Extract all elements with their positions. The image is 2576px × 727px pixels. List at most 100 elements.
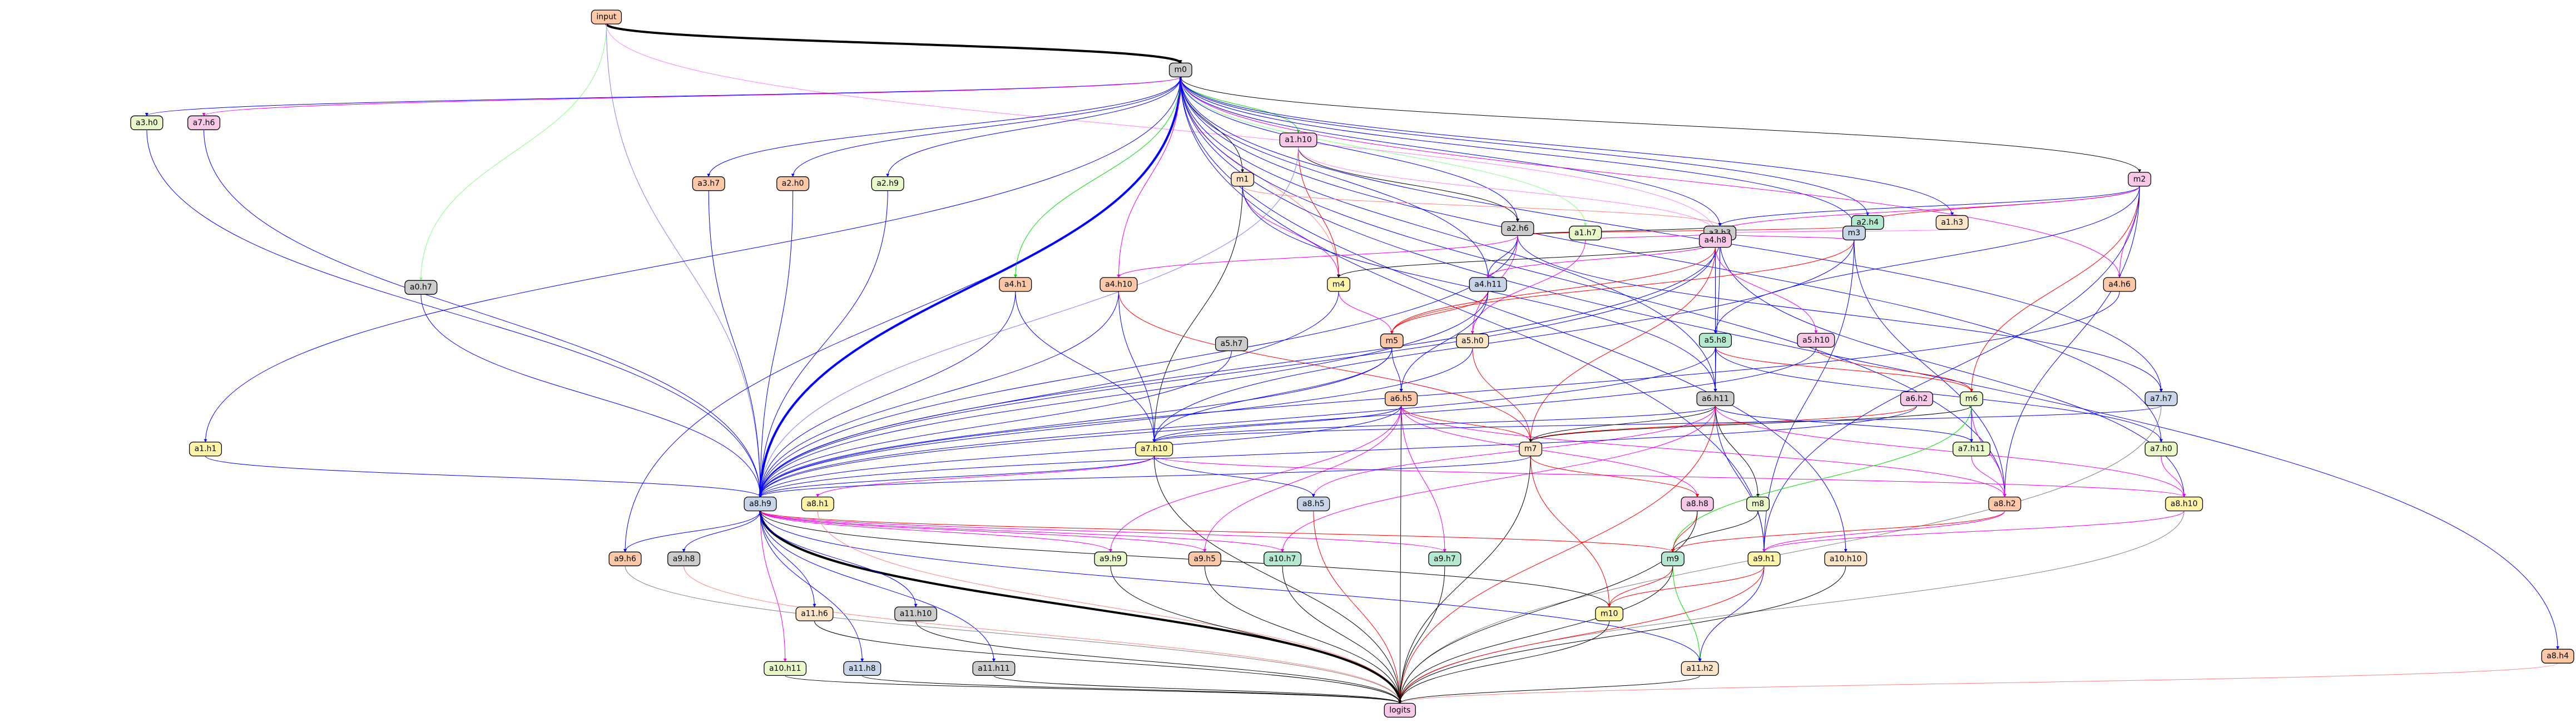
node-box bbox=[1188, 551, 1221, 566]
node-box bbox=[1824, 551, 1867, 566]
node-a11-h8[interactable]: a11.h8 bbox=[843, 661, 881, 676]
node-label: a4.h11 bbox=[1474, 280, 1502, 289]
node-a9-h6[interactable]: a9.h6 bbox=[608, 551, 642, 566]
node-label: a9.h6 bbox=[614, 555, 636, 563]
node-a7-h6[interactable]: a7.h6 bbox=[187, 115, 221, 130]
edge-m5-to-a8-h9 bbox=[759, 348, 1393, 498]
node-a1-h10[interactable]: a1.h10 bbox=[1279, 132, 1317, 147]
node-a8-h2[interactable]: a8.h2 bbox=[1988, 496, 2022, 512]
node-a4-h11[interactable]: a4.h11 bbox=[1469, 277, 1507, 292]
edge-a8-h9-to-a11-h10 bbox=[760, 511, 918, 607]
node-m8[interactable]: m8 bbox=[1746, 496, 1770, 512]
node-a3-h0[interactable]: a3.h0 bbox=[130, 115, 164, 130]
edge-a8-h5-to-logits bbox=[1313, 511, 1402, 704]
node-box bbox=[187, 115, 221, 130]
node-label: a8.h10 bbox=[2171, 499, 2198, 508]
edge-m2-to-a3-h3 bbox=[1718, 186, 2140, 227]
node-box bbox=[1595, 606, 1624, 621]
node-a11-h6[interactable]: a11.h6 bbox=[795, 606, 834, 621]
edge-a1-h10-to-a4-h8 bbox=[1298, 146, 1717, 234]
node-m10[interactable]: m10 bbox=[1595, 606, 1624, 621]
node-m9[interactable]: m9 bbox=[1661, 551, 1685, 566]
node-a7-h7[interactable]: a7.h7 bbox=[2144, 391, 2178, 407]
node-a8-h4[interactable]: a8.h4 bbox=[2541, 649, 2574, 664]
node-a7-h10[interactable]: a7.h10 bbox=[1135, 442, 1173, 457]
node-label: m1 bbox=[1236, 175, 1249, 184]
node-a4-h8[interactable]: a4.h8 bbox=[1698, 233, 1732, 248]
node-a8-h5[interactable]: a8.h5 bbox=[1297, 496, 1330, 512]
node-a2-h6[interactable]: a2.h6 bbox=[1501, 221, 1534, 236]
node-logits[interactable]: logits bbox=[1384, 703, 1416, 718]
node-a5-h8[interactable]: a5.h8 bbox=[1698, 333, 1732, 348]
node-label: a7.h11 bbox=[1958, 444, 1985, 453]
node-label: a11.h2 bbox=[1686, 664, 1713, 673]
node-m7[interactable]: m7 bbox=[1519, 442, 1543, 457]
node-label: a7.h7 bbox=[2150, 394, 2172, 403]
node-m3[interactable]: m3 bbox=[1842, 225, 1866, 241]
node-a11-h11[interactable]: a11.h11 bbox=[972, 661, 1015, 676]
edge-a6-h11-to-a7-h10 bbox=[1152, 405, 1716, 443]
node-a11-h2[interactable]: a11.h2 bbox=[1681, 661, 1719, 676]
node-a10-h7[interactable]: a10.h7 bbox=[1264, 551, 1302, 566]
node-a5-h10[interactable]: a5.h10 bbox=[1797, 333, 1835, 348]
node-a10-h10[interactable]: a10.h10 bbox=[1824, 551, 1867, 566]
node-m2[interactable]: m2 bbox=[2128, 172, 2152, 187]
edge-m1-to-m4 bbox=[1242, 186, 1341, 278]
node-a9-h8[interactable]: a9.h8 bbox=[667, 551, 701, 566]
node-input[interactable]: input bbox=[591, 9, 622, 24]
node-box bbox=[1384, 703, 1416, 718]
edge-a4-h1-to-a8-h9 bbox=[759, 291, 1016, 498]
node-a7-h0[interactable]: a7.h0 bbox=[2144, 442, 2178, 457]
node-a6-h11[interactable]: a6.h11 bbox=[1696, 391, 1735, 407]
node-a6-h5[interactable]: a6.h5 bbox=[1385, 391, 1418, 407]
node-m0[interactable]: m0 bbox=[1168, 62, 1192, 77]
node-a1-h3[interactable]: a1.h3 bbox=[1935, 215, 1969, 230]
edge-m9-to-logits bbox=[1398, 566, 1673, 704]
node-a9-h1[interactable]: a9.h1 bbox=[1747, 551, 1781, 566]
node-a1-h7[interactable]: a1.h7 bbox=[1569, 225, 1602, 241]
node-a7-h11[interactable]: a7.h11 bbox=[1953, 442, 1990, 457]
edge-a6-h5-to-a9-h5 bbox=[1203, 405, 1402, 552]
node-a9-h5[interactable]: a9.h5 bbox=[1188, 551, 1221, 566]
node-a11-h10[interactable]: a11.h10 bbox=[894, 606, 938, 621]
node-label: a5.h8 bbox=[1705, 336, 1727, 345]
node-a5-h0[interactable]: a5.h0 bbox=[1456, 333, 1489, 348]
node-a8-h1[interactable]: a8.h1 bbox=[801, 496, 834, 512]
node-a3-h7[interactable]: a3.h7 bbox=[692, 176, 725, 191]
edge-a7-h11-to-a8-h2 bbox=[1971, 456, 2007, 498]
edge-m2-to-m6 bbox=[1970, 186, 2140, 392]
node-m6[interactable]: m6 bbox=[1960, 391, 1983, 407]
node-a8-h8[interactable]: a8.h8 bbox=[1681, 496, 1714, 512]
node-a4-h10[interactable]: a4.h10 bbox=[1099, 277, 1138, 292]
node-a4-h6[interactable]: a4.h6 bbox=[2103, 277, 2136, 292]
edge-a7-h10-to-a8-h9 bbox=[759, 456, 1155, 498]
node-a9-h9[interactable]: a9.h9 bbox=[1094, 551, 1127, 566]
node-a6-h2[interactable]: a6.h2 bbox=[1900, 391, 1933, 407]
node-a0-h7[interactable]: a0.h7 bbox=[404, 280, 438, 295]
edge-a6-h5-to-a9-h7 bbox=[1401, 405, 1446, 552]
node-label: a5.h10 bbox=[1802, 336, 1830, 345]
edge-a4-h8-to-m7 bbox=[1529, 247, 1716, 443]
edge-a0-h7-to-a8-h9 bbox=[420, 294, 762, 498]
node-a8-h10[interactable]: a8.h10 bbox=[2165, 496, 2203, 512]
node-m5[interactable]: m5 bbox=[1380, 333, 1404, 348]
edge-a9-h1-to-logits bbox=[1398, 566, 1765, 704]
node-box bbox=[1747, 551, 1781, 566]
node-label: a9.h8 bbox=[673, 555, 695, 563]
node-a10-h11[interactable]: a10.h11 bbox=[764, 661, 807, 676]
node-a2-h0[interactable]: a2.h0 bbox=[776, 176, 810, 191]
node-label: m3 bbox=[1848, 229, 1861, 238]
edge-a3-h3-to-m4 bbox=[1337, 240, 1721, 278]
node-box bbox=[2541, 649, 2574, 664]
node-a5-h7[interactable]: a5.h7 bbox=[1215, 336, 1248, 352]
node-a4-h1[interactable]: a4.h1 bbox=[999, 277, 1032, 292]
edge-a8-h9-to-a11-h8 bbox=[760, 511, 864, 662]
node-m4[interactable]: m4 bbox=[1327, 277, 1350, 292]
node-a2-h9[interactable]: a2.h9 bbox=[871, 176, 904, 191]
node-m1[interactable]: m1 bbox=[1231, 172, 1255, 187]
node-box bbox=[894, 606, 938, 621]
edge-a6-h11-to-a8-h5 bbox=[1311, 405, 1716, 498]
node-a8-h9[interactable]: a8.h9 bbox=[744, 496, 777, 512]
node-a9-h7[interactable]: a9.h7 bbox=[1428, 551, 1462, 566]
node-a1-h1[interactable]: a1.h1 bbox=[189, 442, 222, 457]
